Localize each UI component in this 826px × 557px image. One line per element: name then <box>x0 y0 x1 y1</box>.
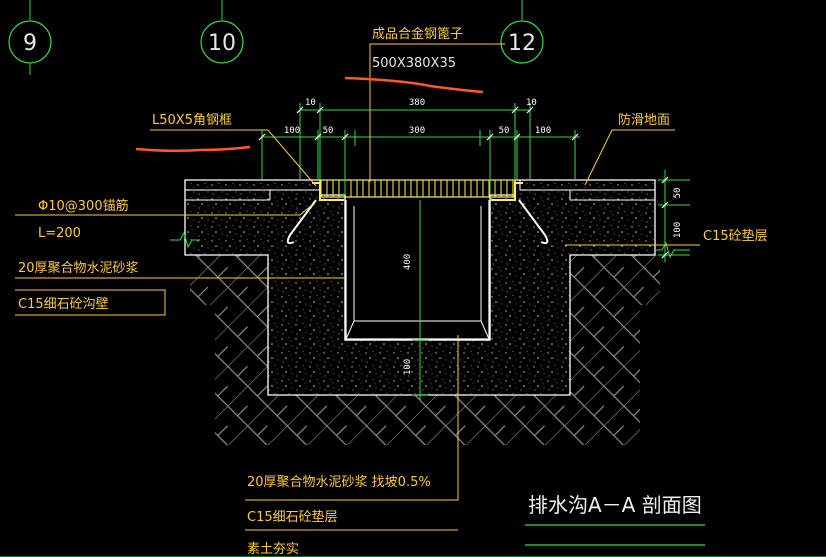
dim-50-right: 50 <box>499 126 510 136</box>
steel-grate <box>319 179 516 198</box>
label-soil: 素土夯实 <box>247 542 299 557</box>
leader-lines <box>15 43 700 531</box>
axis-label-10: 10 <box>208 31 236 56</box>
label-anti-slip: 防滑地面 <box>618 112 670 128</box>
dim-400: 400 <box>403 254 413 270</box>
grid-axis-12: 12 <box>500 0 544 64</box>
dim-100-bottom: 100 <box>403 359 413 375</box>
angle-steel-right <box>491 182 523 201</box>
dim-100-right: 100 <box>535 126 551 136</box>
dim-10-left: 10 <box>305 98 316 108</box>
label-anchor: Φ10@300锚筋 <box>38 198 129 214</box>
label-mortar-bottom: 20厚聚合物水泥砂浆 找坡0.5% <box>247 475 431 490</box>
markup-stroke-1 <box>344 76 484 94</box>
axis-label-9: 9 <box>23 31 37 56</box>
dimension-lines <box>261 103 690 400</box>
dim-10-right: 10 <box>526 98 537 108</box>
label-grate-name: 成品合金钢篦子 <box>372 26 463 42</box>
label-bottom-cushion: C15细石砼垫层 <box>247 509 338 525</box>
label-mortar-wall: 20厚聚合物水泥砂浆 <box>18 261 139 276</box>
grid-axis-9: 9 <box>8 0 52 75</box>
angle-steel-left <box>312 182 344 201</box>
soil-hatch <box>190 255 660 445</box>
grid-axis-10: 10 <box>200 0 244 64</box>
dim-50-left: 50 <box>323 126 334 136</box>
anchor-bar-left <box>286 199 317 245</box>
label-angle-steel: L50X5角钢框 <box>152 113 232 128</box>
label-anchor-length: L=200 <box>38 226 81 241</box>
dim-380: 380 <box>409 98 425 108</box>
drawing-title: 排水沟A－A 剖面图 <box>528 493 702 517</box>
label-c15-cushion: C15砼垫层 <box>703 228 768 244</box>
axis-label-12: 12 <box>508 31 536 56</box>
label-grate-size: 500X380X35 <box>372 56 456 71</box>
dim-100-left: 100 <box>284 126 300 136</box>
anchor-bar-right <box>518 199 549 245</box>
dim-300: 300 <box>409 126 425 136</box>
dim-50-side: 50 <box>673 188 683 199</box>
dim-100-side: 100 <box>673 222 683 238</box>
markup-stroke-2 <box>135 145 251 153</box>
label-wall: C15细石砼沟壁 <box>18 297 109 312</box>
